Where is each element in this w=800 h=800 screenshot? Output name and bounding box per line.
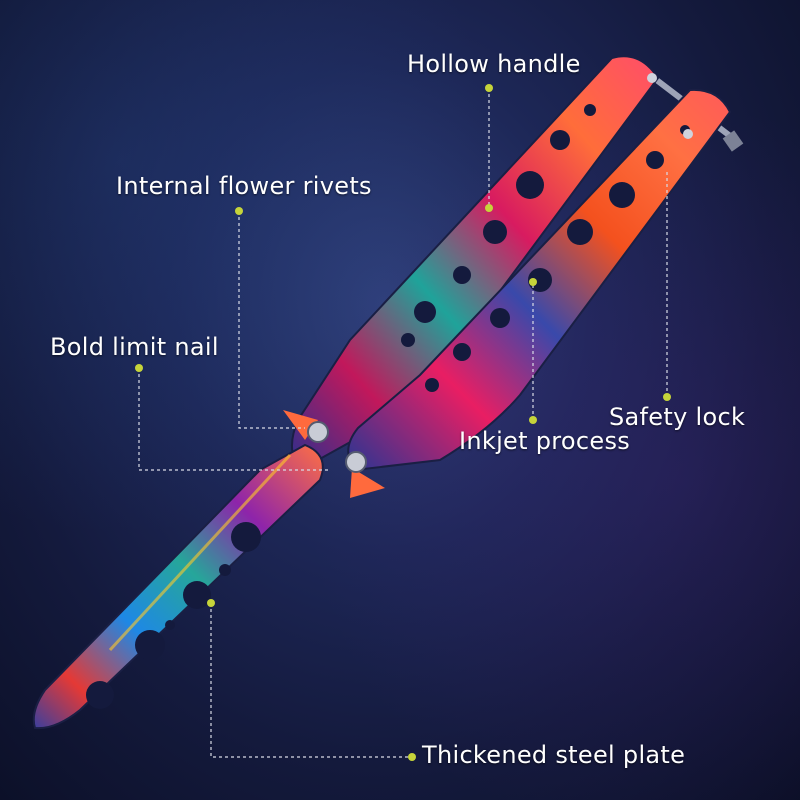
steel-plate-blade [32, 443, 324, 730]
handle-b [347, 88, 732, 472]
inkjet-process-label: Inkjet process [459, 427, 631, 455]
callout-dots [135, 84, 671, 761]
handle-a [291, 55, 660, 472]
thickened-steel-plate-label: Thickened steel plate [422, 741, 686, 769]
hollow-handle-label: Hollow handle [407, 50, 581, 78]
internal-flower-rivets-label: Internal flower rivets [116, 172, 372, 200]
leader-lines [138, 88, 668, 758]
safety-lock-label: Safety lock [609, 403, 746, 431]
rivet-icon [345, 451, 367, 473]
pivot-tang [283, 73, 693, 498]
rivet-icon [307, 421, 329, 443]
rivet-icon [683, 129, 693, 139]
bold-limit-nail-label: Bold limit nail [50, 333, 219, 361]
rivet-icon [647, 73, 657, 83]
